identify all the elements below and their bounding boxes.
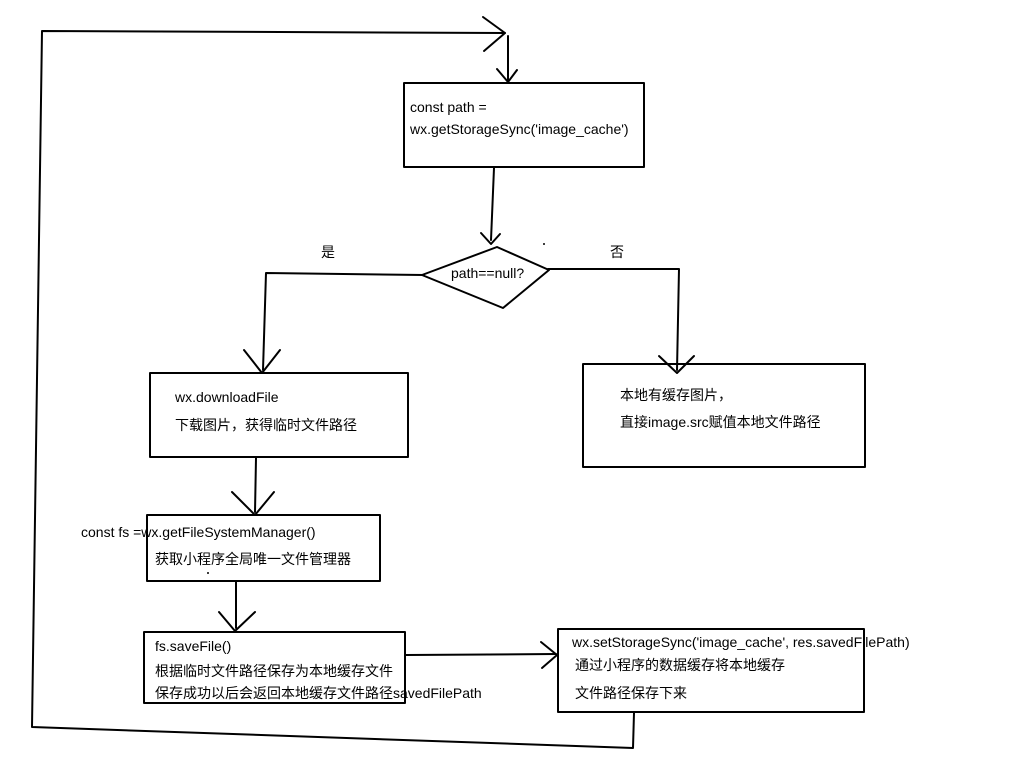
save-file-line2: 根据临时文件路径保存为本地缓存文件 [155, 663, 393, 679]
connector-download-to-fs [254, 457, 257, 513]
save-file-line1: fs.saveFile() [155, 638, 232, 654]
connector-save-to-storage [405, 653, 557, 656]
local-cache-line1: 本地有缓存图片， [620, 387, 732, 403]
fs-manager-line2: 获取小程序全局唯一文件管理器 [155, 551, 351, 567]
decision-label: path==null? [451, 265, 525, 281]
stray-dot [543, 243, 545, 245]
save-file-box [143, 631, 406, 704]
set-storage-line1: wx.setStorageSync('image_cache', res.sav… [572, 634, 910, 650]
get-cache-box [403, 82, 645, 168]
arrowhead-get-cache [496, 68, 518, 83]
fs-manager-line1: const fs =wx.getFileSystemManager() [81, 524, 316, 540]
connector-no-branch [547, 268, 680, 371]
arrowhead-set-storage [540, 641, 558, 669]
connector-get-to-decision [490, 167, 495, 241]
arrowhead-loop [482, 16, 506, 52]
get-cache-line2: wx.getStorageSync('image_cache') [410, 121, 629, 137]
fs-manager-box [146, 514, 381, 582]
local-cache-box [582, 363, 866, 468]
set-storage-line2: 通过小程序的数据缓存将本地缓存 [575, 657, 785, 673]
arrowhead-fs-manager [231, 491, 275, 516]
arrowhead-save-file [218, 611, 256, 632]
connector-yes-branch [262, 272, 425, 371]
arrowhead-get-to-decision [480, 232, 501, 245]
yes-label: 是 [321, 244, 335, 260]
local-cache-line2: 直接image.src赋值本地文件路径 [620, 414, 821, 430]
download-line2: 下载图片，获得临时文件路径 [175, 417, 357, 433]
arrowhead-local-cache [658, 355, 695, 374]
download-box [149, 372, 409, 458]
arrowhead-download [243, 349, 281, 374]
set-storage-box [557, 628, 865, 713]
get-cache-line1: const path = [410, 99, 487, 115]
set-storage-line3: 文件路径保存下来 [575, 685, 687, 701]
save-file-line3: 保存成功以后会返回本地缓存文件路径savedFilePath [155, 685, 482, 701]
connector-loop-back [31, 30, 635, 749]
no-label: 否 [610, 244, 624, 260]
stray-dot [207, 572, 209, 574]
download-line1: wx.downloadFile [175, 389, 279, 405]
